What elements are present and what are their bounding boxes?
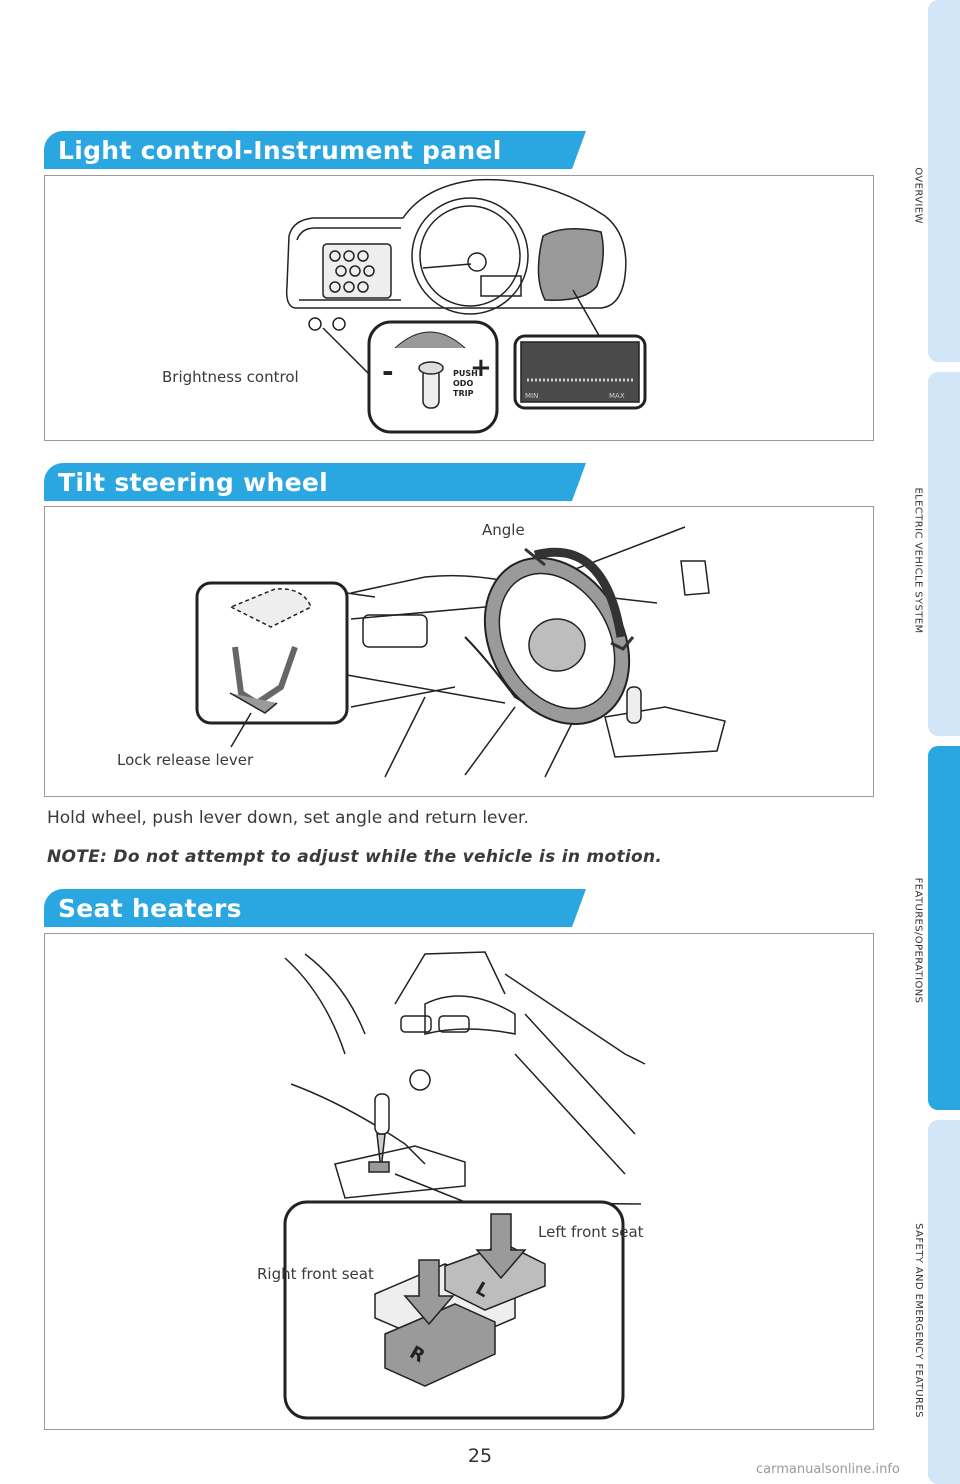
watermark: carmanualsonline.info [756, 1462, 900, 1477]
display-label-max: MAX [609, 392, 625, 400]
callout-lock-release-lever: Lock release lever [117, 751, 254, 769]
knob-label-push: PUSH [453, 369, 478, 378]
side-tab-label-features-operations: FEATURES/OPERATIONS [912, 877, 924, 1003]
side-tab-safety-emergency[interactable] [928, 1120, 960, 1484]
seat-heater-illustration: L R [283, 951, 646, 1420]
knob-label-trip: TRIP [453, 389, 474, 398]
callout-right-front-seat: Right front seat [257, 1265, 374, 1283]
figure-seat-heaters: L R Left front seat Right front seat [44, 933, 874, 1430]
side-tab-label-safety-emergency: SAFETY AND EMERGENCY FEATURES [912, 1222, 924, 1418]
section-title-tilt-steering: Tilt steering wheel [44, 463, 586, 501]
instruction-text: Hold wheel, push lever down, set angle a… [47, 808, 529, 828]
instrument-panel-illustration: - + PUSH ODO TRIP MIN MAX [285, 178, 647, 434]
callout-angle: Angle [482, 521, 525, 539]
section-title-light-control: Light control-Instrument panel [44, 131, 586, 169]
section-title-seat-heaters: Seat heaters [44, 889, 586, 927]
note-text: NOTE: Do not attempt to adjust while the… [47, 847, 663, 867]
side-tab-overview[interactable] [928, 0, 960, 362]
side-tab-label-overview: OVERVIEW [912, 166, 924, 224]
steering-wheel-illustration [195, 526, 726, 778]
side-tab-label-electric-vehicle-system: ELECTRIC VEHICLE SYSTEM [912, 486, 924, 634]
callout-brightness-control: Brightness control [162, 368, 299, 386]
callout-left-front-seat: Left front seat [538, 1223, 644, 1241]
brightness-minus-glyph: - [382, 355, 394, 388]
side-tab-features-operations[interactable] [928, 746, 960, 1110]
figure-instrument-panel: - + PUSH ODO TRIP MIN MAX Brightness con… [44, 175, 874, 441]
figure-tilt-steering: Angle Lock release lever [44, 506, 874, 797]
side-tab-electric-vehicle-system[interactable] [928, 372, 960, 736]
brightness-plus-glyph: + [470, 353, 492, 383]
page-number: 25 [467, 1445, 493, 1467]
display-label-min: MIN [525, 392, 538, 400]
knob-label-odo: ODO [453, 379, 473, 388]
